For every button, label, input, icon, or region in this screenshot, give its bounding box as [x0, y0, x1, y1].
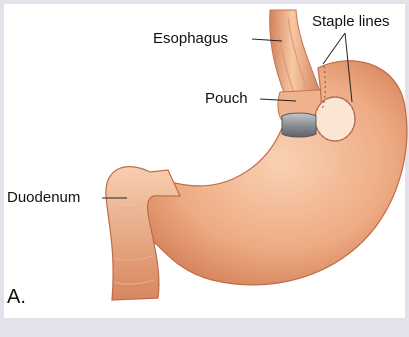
label-esophagus: Esophagus [153, 31, 228, 46]
gastric-band-shape [282, 113, 316, 137]
panel-letter: A. [7, 287, 26, 307]
label-staple-lines: Staple lines [312, 14, 390, 29]
label-duodenum: Duodenum [7, 190, 80, 205]
label-pouch: Pouch [205, 91, 248, 106]
staple-leader-1 [323, 33, 345, 64]
